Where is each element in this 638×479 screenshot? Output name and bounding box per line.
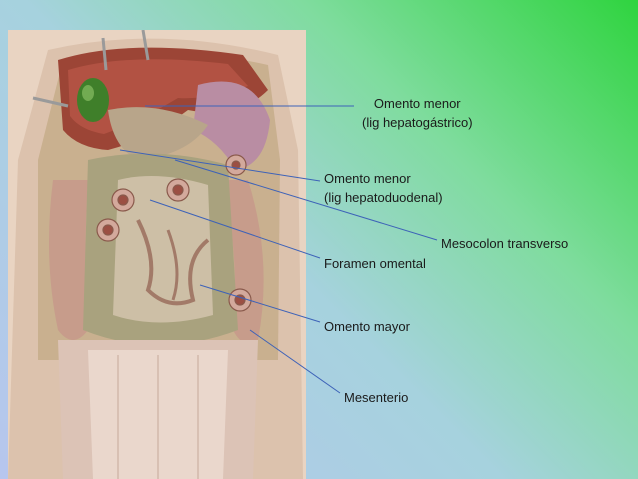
label-mesocolon-transverso: Mesocolon transverso [441, 236, 569, 251]
label-line-2: (lig hepatogástrico) [362, 115, 473, 130]
label-line-1: Omento menor [373, 96, 461, 111]
label-omento-menor-hepatogastrico: Omento menor (lig hepatogástrico) [362, 94, 473, 132]
stomach [193, 81, 270, 170]
ascending-colon [49, 180, 88, 340]
label-omento-menor-hepatoduodenal: Omento menor (lig hepatoduodenal) [324, 169, 443, 207]
label-line-2: (lig hepatoduodenal) [324, 190, 443, 205]
gallbladder [77, 78, 109, 122]
label-foramen-omental: Foramen omental [324, 256, 426, 271]
label-line-1: Omento menor [324, 171, 411, 186]
label-omento-mayor: Omento mayor [324, 319, 410, 334]
label-mesenterio: Mesenterio [344, 390, 409, 405]
lesser-omentum [108, 107, 208, 160]
abdomen-illustration [8, 30, 306, 479]
